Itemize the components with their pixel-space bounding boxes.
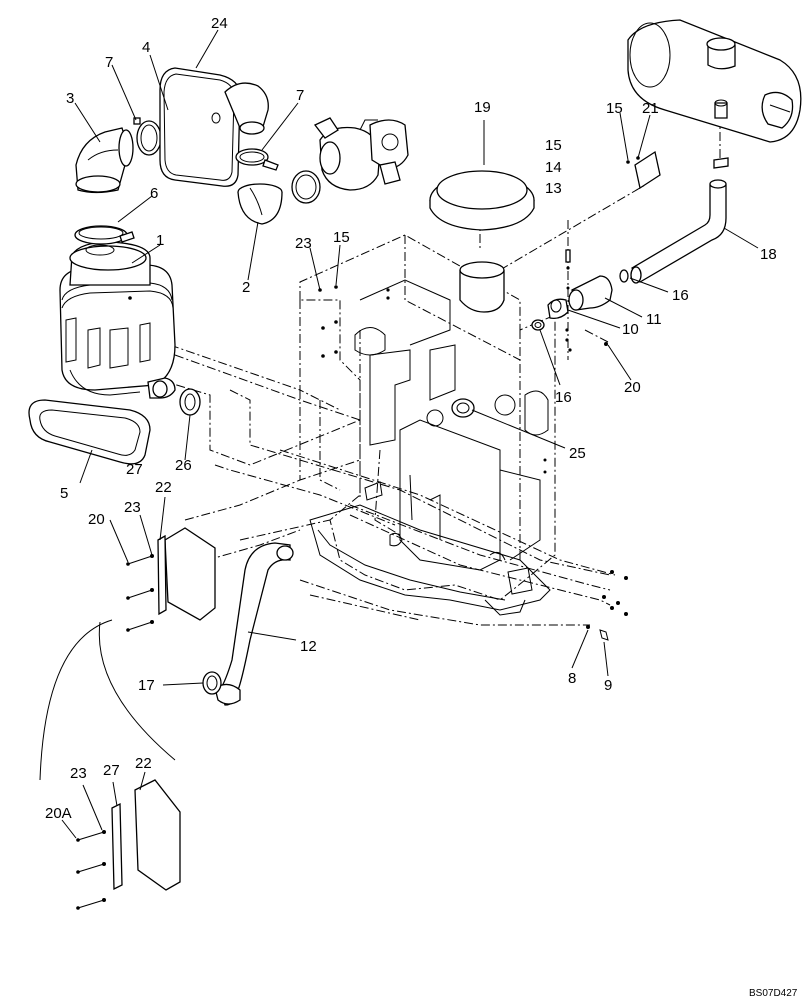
exhaust-pipe-18	[630, 179, 727, 284]
callout-17: 17	[138, 677, 155, 694]
callout-24: 24	[211, 15, 228, 32]
callout-22-main: 22	[155, 479, 172, 496]
elbow-hose	[75, 127, 134, 194]
callout-21: 21	[642, 100, 659, 117]
callout-16-right: 16	[672, 287, 689, 304]
callout-16-left: 16	[555, 389, 572, 406]
bolts-8-9	[566, 286, 628, 641]
callout-1: 1	[156, 232, 164, 249]
callout-19: 19	[474, 99, 491, 116]
callout-27-detail: 27	[103, 762, 120, 779]
bolt-stack-13-15	[565, 249, 571, 270]
hose-clamp-6	[74, 225, 135, 245]
callout-18: 18	[760, 246, 777, 263]
turbo-clamp	[291, 170, 321, 204]
intake-cup-2	[237, 183, 283, 225]
fuel-filter-11	[547, 275, 613, 320]
heat-shield-22	[126, 527, 216, 632]
callout-27-main: 27	[126, 461, 143, 478]
callout-labels: 24 4 7 3 7 6 1 2 19 15 21 15 14 13 23 15…	[45, 15, 798, 999]
bracket-21	[626, 150, 661, 190]
engine-block	[299, 234, 572, 616]
fitting-16-left	[531, 319, 545, 331]
turbocharger	[313, 117, 409, 191]
callout-22-detail: 22	[135, 755, 152, 772]
callout-26: 26	[175, 457, 192, 474]
callout-15-left: 15	[333, 229, 350, 246]
leader-lines	[61, 29, 759, 839]
callout-13: 13	[545, 180, 562, 197]
seal-ring-25	[451, 398, 475, 418]
callout-12: 12	[300, 638, 317, 655]
gasket-5	[28, 399, 151, 465]
callout-3: 3	[66, 90, 74, 107]
callout-5: 5	[60, 485, 68, 502]
air-cleaner	[59, 241, 176, 399]
callout-2: 2	[242, 279, 250, 296]
callout-6: 6	[150, 185, 158, 202]
clamp-7-right	[235, 148, 279, 171]
detail-heat-shield	[76, 779, 181, 910]
detail-view-curve	[39, 619, 176, 781]
muffler	[627, 19, 802, 169]
callout-20-right: 20	[624, 379, 641, 396]
assembly-lines	[159, 115, 721, 626]
clamp-7-left	[133, 117, 162, 156]
callout-15-mid: 15	[545, 137, 562, 154]
seal-ring-26	[179, 388, 201, 416]
callout-25: 25	[569, 445, 586, 462]
clamp-17	[202, 671, 222, 695]
callout-20-main: 20	[88, 511, 105, 528]
callout-20A-detail: 20A	[45, 805, 72, 822]
mounting-plate-24	[159, 67, 269, 187]
callout-23-detail: 23	[70, 765, 87, 782]
fitting-16-right	[619, 269, 629, 283]
callout-23-main: 23	[124, 499, 141, 516]
callout-10: 10	[622, 321, 639, 338]
callout-7-left: 7	[105, 54, 113, 71]
callout-14: 14	[545, 159, 562, 176]
hose-12	[214, 542, 294, 706]
drawing-code: BS07D427	[749, 988, 798, 999]
callout-8: 8	[568, 670, 576, 687]
callout-7-right: 7	[296, 87, 304, 104]
precleaner-cap-19	[429, 170, 535, 313]
callout-23-top: 23	[295, 235, 312, 252]
callout-15-top: 15	[606, 100, 623, 117]
callout-9: 9	[604, 677, 612, 694]
callout-11: 11	[646, 311, 662, 328]
callout-4: 4	[142, 39, 150, 56]
